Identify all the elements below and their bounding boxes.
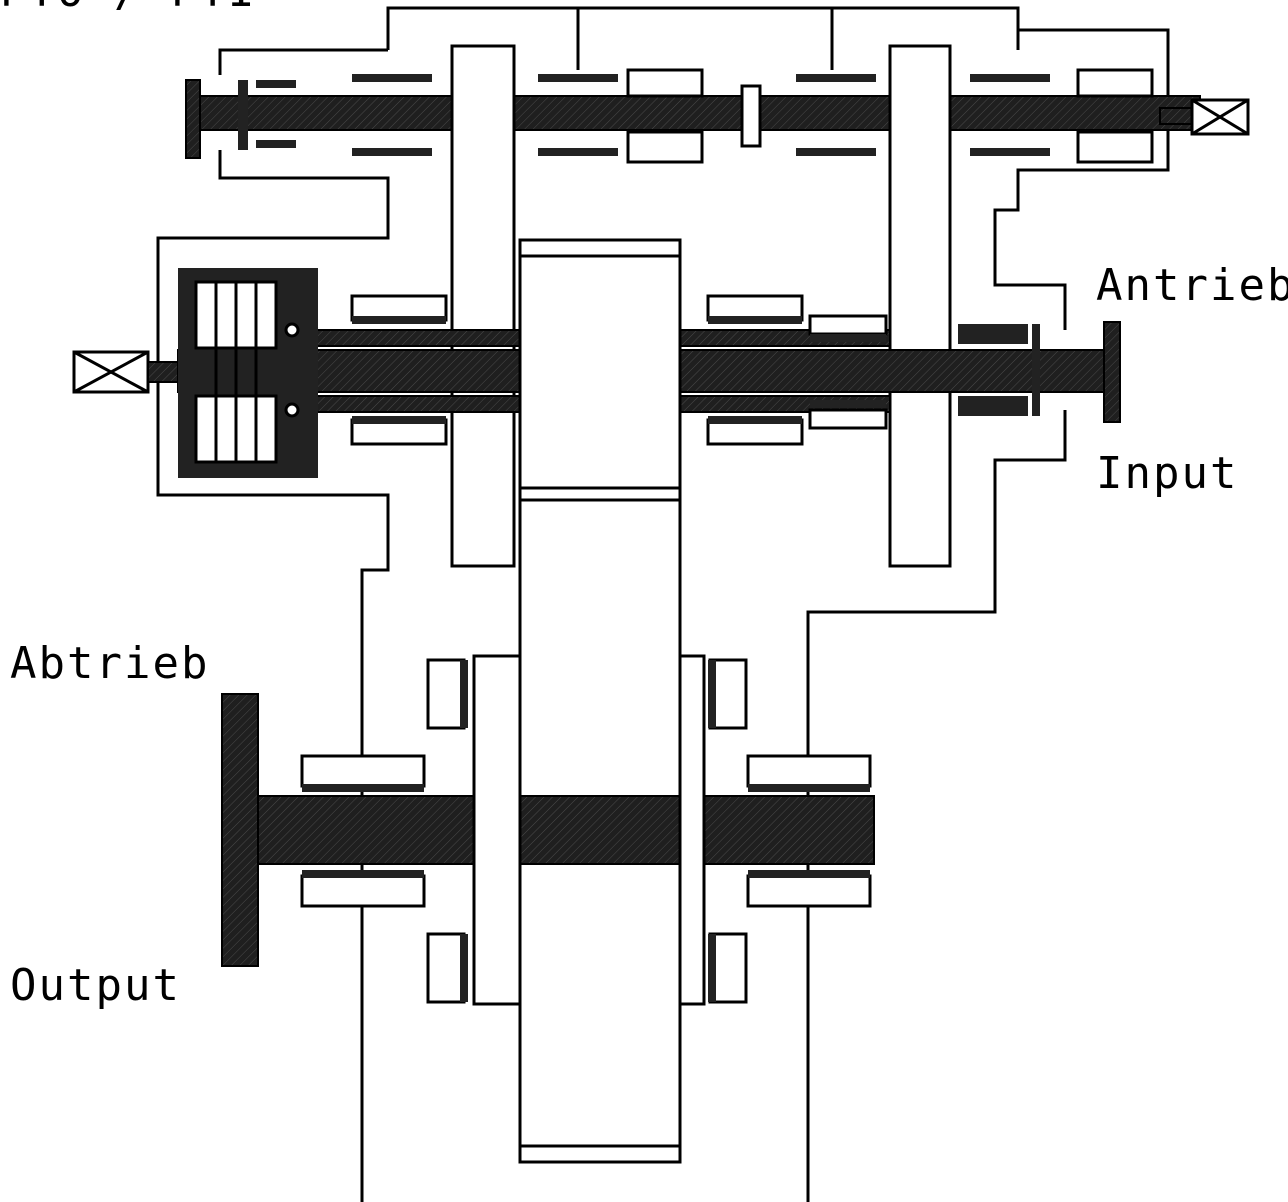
clutch-pack <box>178 268 318 478</box>
input-bushings <box>350 294 1040 446</box>
input-label: Input <box>1096 448 1238 499</box>
pto-gear-left <box>450 44 516 568</box>
output-shaft <box>221 654 875 1006</box>
pto-gear-right <box>888 44 952 568</box>
pto-bushings <box>352 68 1154 164</box>
output-bushings <box>300 658 872 1004</box>
pto-title-label: PTO / PTI <box>0 0 256 17</box>
output-label: Output <box>10 960 181 1011</box>
housing-outline <box>156 6 1170 1202</box>
main-gear <box>518 238 682 1164</box>
antrieb-label: Antrieb <box>1096 260 1288 311</box>
abtrieb-label: Abtrieb <box>10 638 209 689</box>
pto-shaft <box>185 79 1250 159</box>
